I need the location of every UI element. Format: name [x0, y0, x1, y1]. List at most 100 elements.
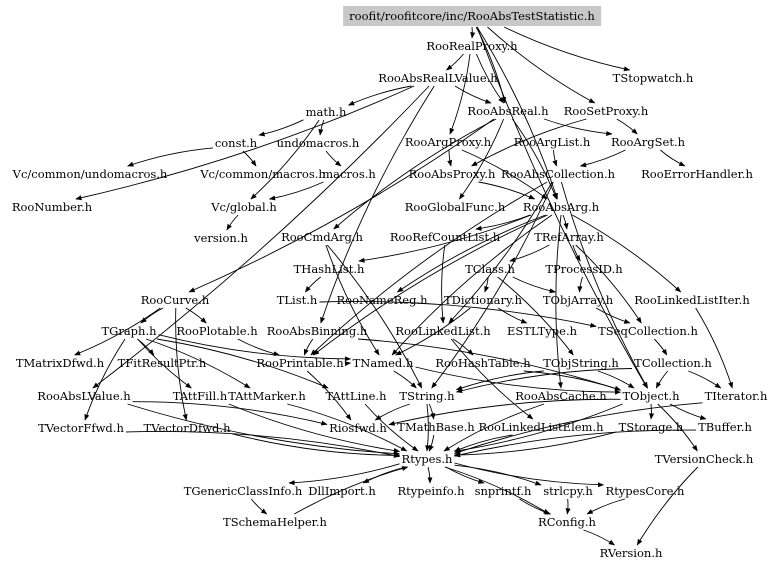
node-tattline-h[interactable]: TAttLine.h: [325, 389, 387, 403]
node-tvectorffwd-h[interactable]: TVectorFfwd.h: [38, 421, 124, 435]
edge-rooabscollection-h-to-rooprintable-h: [310, 181, 548, 356]
node-roorealproxy-h[interactable]: RooRealProxy.h: [426, 39, 518, 53]
node-titerator-h[interactable]: TIterator.h: [704, 389, 768, 403]
node-roohashtable-h[interactable]: RooHashTable.h: [435, 356, 531, 370]
edge-tvectorffwd-h-to-rtypes-h: [125, 431, 401, 458]
node-dllimport-h[interactable]: DllImport.h: [308, 484, 376, 498]
node-roonumber-h[interactable]: RooNumber.h: [11, 200, 93, 214]
node-rooabsreal-h[interactable]: RooAbsReal.h: [467, 104, 549, 118]
node-rversion-h[interactable]: RVersion.h: [599, 546, 663, 560]
edge-roorealproxy-h-to-rooabsreallvalue-h: [445, 53, 464, 71]
node-tobjarray-h[interactable]: TObjArray.h: [542, 293, 614, 307]
node-tgenericclassinfo-h[interactable]: TGenericClassInfo.h: [183, 484, 303, 498]
node-rtypescore-h[interactable]: RtypesCore.h: [605, 484, 685, 498]
edge-roolinkedlistelem-h-to-rtypes-h: [453, 434, 513, 452]
node-rooabscollection-h[interactable]: RooAbsCollection.h: [500, 167, 616, 181]
node-roonamereg-h[interactable]: RooNameReg.h: [336, 293, 428, 307]
edge-math-h-to-undomacros-h: [318, 119, 325, 136]
edge-tgraph-h-to-tfitresultptr-h: [137, 338, 155, 356]
node-tmathbase-h[interactable]: TMathBase.h: [397, 420, 475, 434]
node-tclass-h[interactable]: TClass.h: [465, 262, 515, 276]
node-riosfwd-h[interactable]: Riosfwd.h: [329, 421, 387, 435]
edge-tstring-h-to-riosfwd-h: [374, 403, 410, 421]
node-roosetproxy-h[interactable]: RooSetProxy.h: [563, 104, 649, 118]
edge-tclass-h-to-tobjarray-h: [512, 276, 556, 294]
node-vc-common-undomacros-h[interactable]: Vc/common/undomacros.h: [12, 167, 168, 181]
node-tseqcollection-h[interactable]: TSeqCollection.h: [598, 324, 698, 338]
node-rooabsarg-h[interactable]: RooAbsArg.h: [522, 200, 600, 214]
edge-tclass-h-to-tdictionary-h: [484, 276, 490, 293]
node-vc-common-macros-h[interactable]: Vc/common/macros.h: [200, 167, 326, 181]
edge-tclass-h-to-tobjstring-h: [497, 276, 574, 356]
node-tprocessid-h[interactable]: TProcessID.h: [545, 262, 623, 276]
node-roofit-roofitcore-inc-rooabsteststatistic-h[interactable]: roofit/roofitcore/inc/RooAbsTestStatisti…: [343, 6, 601, 26]
node-rooerrorhandler-h[interactable]: RooErrorHandler.h: [641, 167, 753, 181]
node-rtypeinfo-h[interactable]: Rtypeinfo.h: [397, 484, 465, 498]
node-tbuffer-h[interactable]: TBuffer.h: [698, 420, 752, 434]
edge-math-h-to-const-h: [258, 119, 304, 137]
node-tlist-h[interactable]: TList.h: [276, 293, 318, 307]
node-rooargproxy-h[interactable]: RooArgProxy.h: [404, 135, 492, 149]
node-rooabsbinning-h[interactable]: RooAbsBinning.h: [266, 324, 368, 338]
edge-rooabslvalue-h-to-rtypes-h: [127, 403, 401, 457]
node-rconfig-h[interactable]: RConfig.h: [538, 515, 596, 529]
edge-roosetproxy-h-to-rooargset-h: [616, 118, 638, 135]
edge-tgraph-h-to-tattline-h: [156, 338, 329, 389]
node-tattmarker-h[interactable]: TAttMarker.h: [228, 389, 306, 403]
node-roocurve-h[interactable]: RooCurve.h: [140, 293, 210, 307]
node-estltype-h[interactable]: ESTLType.h: [506, 324, 578, 338]
node-tdictionary-h[interactable]: TDictionary.h: [443, 293, 523, 307]
node-tcollection-h[interactable]: TCollection.h: [634, 356, 712, 370]
node-strlcpy-h[interactable]: strlcpy.h: [543, 484, 593, 498]
node-macros-h[interactable]: macros.h: [322, 167, 376, 181]
node-tschemahelper-h[interactable]: TSchemaHelper.h: [223, 515, 327, 529]
node-math-h[interactable]: math.h: [305, 105, 347, 119]
node-tstopwatch-h[interactable]: TStopwatch.h: [612, 71, 694, 85]
edge-tattfill-h-to-rtypes-h: [228, 403, 401, 454]
node-snprintf-h[interactable]: snprintf.h: [474, 484, 532, 498]
node-rooargset-h[interactable]: RooArgSet.h: [610, 135, 686, 149]
node-tvectordfwd-h[interactable]: TVectorDfwd.h: [143, 421, 231, 435]
edge-rooabsarg-h-to-roolinkedlistiter-h: [572, 214, 682, 293]
node-tattfill-h[interactable]: TAttFill.h: [172, 389, 228, 403]
node-thashlist-h[interactable]: THashList.h: [293, 262, 365, 276]
node-roolinkedlistelem-h[interactable]: RooLinkedListElem.h: [478, 420, 604, 434]
edge-rooplotable-h-to-rooprintable-h: [237, 338, 280, 357]
node-rooabslvalue-h[interactable]: RooAbsLValue.h: [37, 389, 131, 403]
node-tobject-h[interactable]: TObject.h: [622, 389, 680, 403]
node-tobjstring-h[interactable]: TObjString.h: [543, 356, 619, 370]
node-rooplotable-h[interactable]: RooPlotable.h: [176, 324, 258, 338]
node-tversioncheck-h[interactable]: TVersionCheck.h: [654, 452, 754, 466]
node-tstorage-h[interactable]: TStorage.h: [618, 420, 684, 434]
node-rooprintable-h[interactable]: RooPrintable.h: [256, 356, 344, 370]
node-rtypes-h[interactable]: Rtypes.h: [401, 452, 453, 466]
node-roolinkedlist-h[interactable]: RooLinkedList.h: [395, 324, 491, 338]
node-roolinkedlistiter-h[interactable]: RooLinkedListIter.h: [634, 293, 750, 307]
node-undomacros-h[interactable]: undomacros.h: [276, 136, 360, 150]
edge-tdictionary-h-to-estltype-h: [497, 307, 528, 324]
edge-tobjstring-h-to-tobject-h: [597, 370, 635, 389]
node-trefarray-h[interactable]: TRefArray.h: [534, 230, 604, 244]
node-tmatrixdfwd-h[interactable]: TMatrixDfwd.h: [15, 356, 105, 370]
edge-rconfig-h-to-rversion-h: [583, 529, 616, 546]
node-tstring-h[interactable]: TString.h: [399, 389, 455, 403]
node-tgraph-h[interactable]: TGraph.h: [101, 324, 157, 338]
node-vc-global-h[interactable]: Vc/global.h: [211, 200, 277, 214]
edge-tattmarker-h-to-rtypes-h: [287, 403, 408, 452]
edge-thashlist-h-to-tlist-h: [304, 276, 321, 293]
node-const-h[interactable]: const.h: [214, 136, 258, 150]
node-rooabsproxy-h[interactable]: RooAbsProxy.h: [408, 167, 496, 181]
edge-tcollection-h-to-tobject-h: [655, 370, 669, 389]
node-rooabsreallvalue-h[interactable]: RooAbsRealLValue.h: [378, 71, 498, 85]
edge-rooabsreallvalue-h-to-math-h: [347, 85, 412, 106]
node-version-h[interactable]: version.h: [194, 231, 248, 245]
node-roorefcountlist-h[interactable]: RooRefCountList.h: [389, 230, 501, 244]
edge-roofit-roofitcore-inc-rooabsteststatistic-h-to-tobject-h: [476, 26, 648, 389]
node-rooglobalfunc-h[interactable]: RooGlobalFunc.h: [404, 200, 506, 214]
node-rooabscache-h[interactable]: RooAbsCache.h: [515, 389, 607, 403]
node-tfitresultptr-h[interactable]: TFitResultPtr.h: [117, 356, 207, 370]
node-roocmdarg-h[interactable]: RooCmdArg.h: [281, 230, 363, 244]
node-rooarglist-h[interactable]: RooArgList.h: [513, 135, 591, 149]
node-tnamed-h[interactable]: TNamed.h: [352, 356, 414, 370]
